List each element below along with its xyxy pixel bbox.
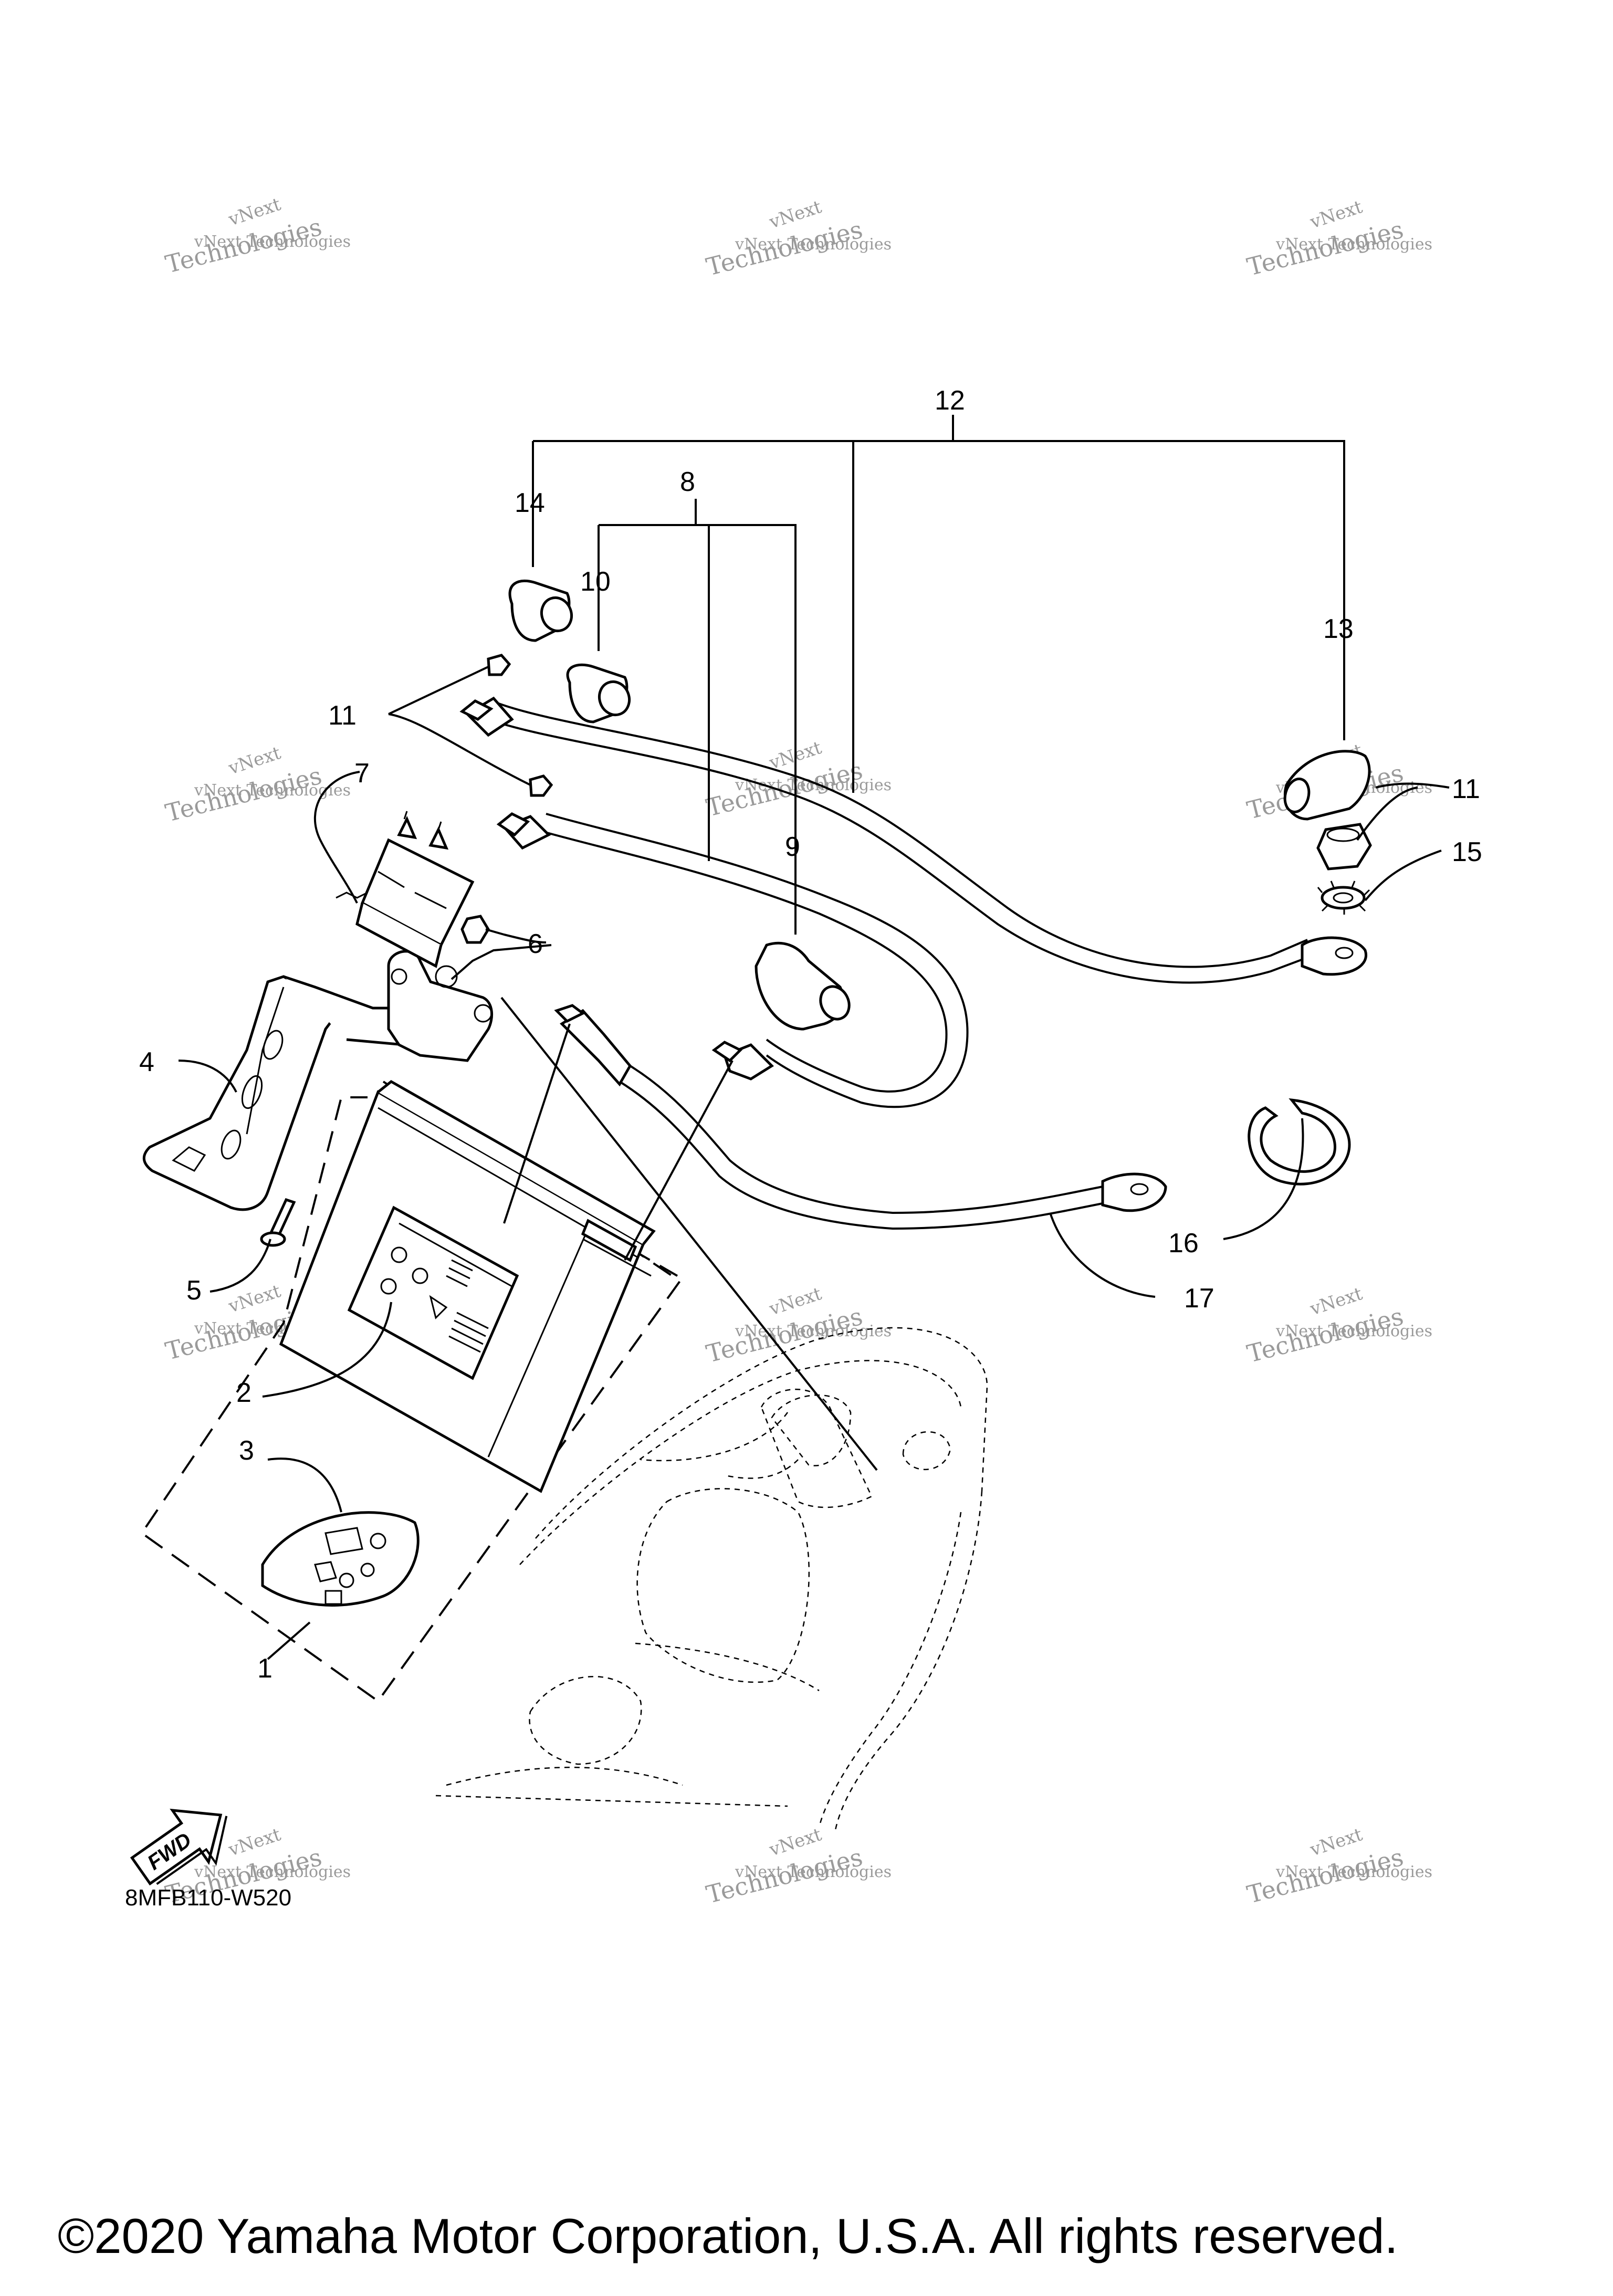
watermark-top-right: vNext vNext Technologies Technologies bbox=[1244, 196, 1432, 281]
battery-warning-label bbox=[347, 1205, 519, 1380]
lock-washer-15 bbox=[1317, 880, 1370, 915]
nut-11-b bbox=[529, 774, 553, 797]
watermark-low-center: vNext vNext Technologies Technologies bbox=[704, 1283, 892, 1368]
svg-text:vNext Technologies: vNext Technologies bbox=[1275, 235, 1432, 254]
battery-bolt-kit bbox=[261, 1511, 420, 1607]
watermark-top-center: vNext vNext Technologies Technologies bbox=[704, 196, 892, 281]
callout-labels: 1 2 3 4 5 6 7 8 9 10 11 11 12 13 14 15 1… bbox=[139, 385, 1482, 1684]
watermark-mid-left: vNext vNext Technologies Technologies bbox=[163, 742, 351, 827]
callout-11-right: 11 bbox=[1452, 774, 1480, 804]
relay-nut-1 bbox=[460, 915, 490, 944]
svg-text:vNext Technologies: vNext Technologies bbox=[1275, 1863, 1432, 1881]
cable-band-16 bbox=[1248, 1098, 1351, 1186]
relay-mount-plate bbox=[387, 950, 494, 1062]
battery-bracket bbox=[142, 975, 411, 1211]
callout-5: 5 bbox=[186, 1275, 202, 1306]
svg-text:vNext Technologies: vNext Technologies bbox=[194, 1863, 351, 1881]
svg-text:vNext Technologies: vNext Technologies bbox=[735, 776, 892, 794]
positive-battery-cable bbox=[459, 696, 1367, 984]
svg-text:vNext Technologies: vNext Technologies bbox=[1275, 1322, 1432, 1340]
terminal-cover-9 bbox=[755, 941, 851, 1031]
watermark-low-right: vNext vNext Technologies Technologies bbox=[1244, 1283, 1432, 1368]
callout-16: 16 bbox=[1168, 1228, 1199, 1259]
svg-text:vNext Technologies: vNext Technologies bbox=[735, 1863, 892, 1881]
diagram-code: 8MFB110-W520 bbox=[125, 1885, 292, 1911]
callout-17: 17 bbox=[1184, 1283, 1214, 1314]
terminal-cover-10 bbox=[566, 663, 631, 724]
callout-15: 15 bbox=[1452, 837, 1482, 867]
nut-11-a bbox=[487, 654, 511, 676]
callout-8: 8 bbox=[680, 467, 695, 497]
nut-11-c bbox=[1316, 823, 1372, 871]
relay-to-battery-cable bbox=[496, 812, 969, 1108]
callout-6: 6 bbox=[528, 929, 543, 959]
leader-lines bbox=[178, 415, 1450, 1660]
svg-text:vNext Technologies: vNext Technologies bbox=[735, 235, 892, 254]
watermark-bottom-center: vNext vNext Technologies Technologies bbox=[704, 1824, 892, 1909]
callout-11-left: 11 bbox=[328, 700, 357, 731]
watermark-top-left: vNext vNext Technologies Technologies bbox=[163, 194, 351, 279]
callout-9: 9 bbox=[785, 832, 800, 862]
watermark-mid-center: vNext vNext Technologies Technologies bbox=[704, 737, 892, 822]
starter-relay bbox=[336, 811, 475, 968]
hull-outline bbox=[435, 1327, 988, 1833]
callout-10: 10 bbox=[580, 567, 611, 597]
svg-text:vNext Technologies: vNext Technologies bbox=[194, 233, 351, 251]
callout-1: 1 bbox=[257, 1653, 273, 1684]
callout-12: 12 bbox=[935, 385, 965, 416]
copyright-notice: ©2020 Yamaha Motor Corporation, U.S.A. A… bbox=[58, 2208, 1398, 2263]
bracket-bolt bbox=[260, 1198, 296, 1247]
watermark-bottom-right: vNext vNext Technologies Technologies bbox=[1244, 1824, 1432, 1909]
terminal-cover-14 bbox=[508, 579, 573, 642]
negative-battery-cable-17 bbox=[554, 1004, 1167, 1230]
callout-13: 13 bbox=[1323, 614, 1354, 644]
callout-7: 7 bbox=[354, 758, 370, 789]
terminal-cover-13 bbox=[1283, 750, 1371, 821]
callout-4: 4 bbox=[139, 1047, 154, 1077]
callout-3: 3 bbox=[239, 1435, 254, 1466]
callout-14: 14 bbox=[515, 488, 545, 518]
callout-2: 2 bbox=[236, 1378, 252, 1408]
battery bbox=[279, 1079, 656, 1493]
